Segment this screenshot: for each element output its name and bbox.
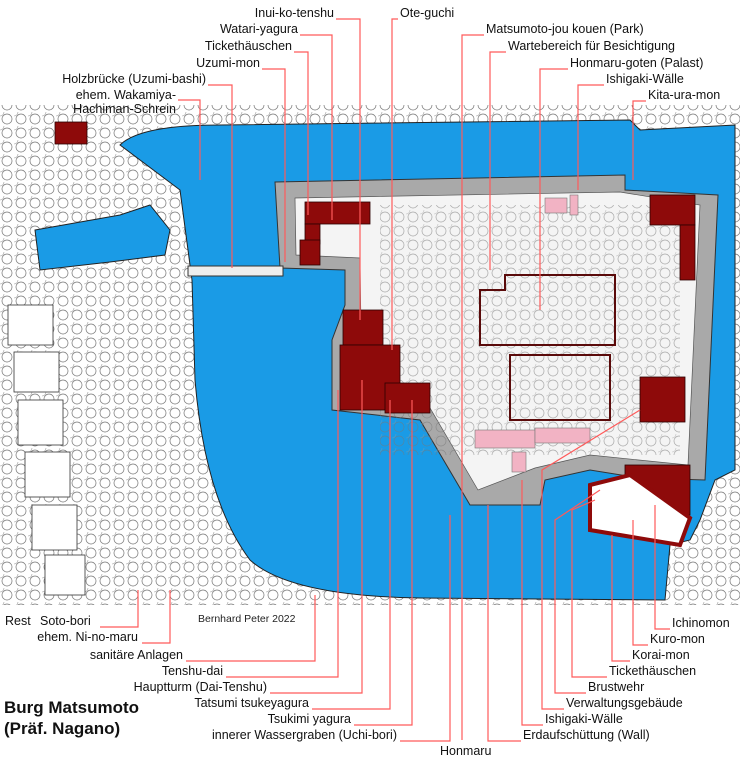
houses xyxy=(7,304,86,596)
label-wakamiya-1: ehem. Wakamiya- xyxy=(75,88,176,102)
label-brustwehr: Brustwehr xyxy=(588,680,645,694)
label-verwaltungsgebaeude: Verwaltungsgebäude xyxy=(566,696,683,710)
label-holzbruecke: Holzbrücke (Uzumi-bashi) xyxy=(62,72,206,86)
korai-mon-gate xyxy=(588,472,693,548)
map-title: Burg Matsumoto (Präf. Nagano) xyxy=(4,697,139,739)
label-soto-bori: Soto-bori xyxy=(40,614,91,628)
label-uzumi-mon: Uzumi-mon xyxy=(196,56,260,70)
leader-lines xyxy=(100,18,670,742)
label-tickethaeuschen-top: Tickethäuschen xyxy=(204,39,292,53)
label-tatsumi: Tatsumi tsukeyagura xyxy=(194,696,309,710)
label-sanitaere-anlagen: sanitäre Anlagen xyxy=(89,648,183,662)
label-rest: Rest xyxy=(5,614,31,628)
pond-water xyxy=(34,204,171,271)
label-ote-guchi: Ote-guchi xyxy=(400,6,455,20)
label-ishigaki-waelle-bottom: Ishigaki-Wälle xyxy=(545,712,623,726)
credit: Bernhard Peter 2022 xyxy=(198,613,296,625)
label-hauptturm: Hauptturm (Dai-Tenshu) xyxy=(133,680,267,694)
label-ichinomon: Ichinomon xyxy=(672,616,730,630)
uzumi-bridge xyxy=(187,265,284,277)
label-wartebereich: Wartebereich für Besichtigung xyxy=(508,39,675,53)
label-uchi-bori: innerer Wassergraben (Uchi-bori) xyxy=(211,728,397,742)
label-erdaufschuettung: Erdaufschüttung (Wall) xyxy=(523,728,650,742)
label-tickethaeuschen-bottom: Tickethäuschen xyxy=(609,664,697,678)
label-tenshu-dai: Tenshu-dai xyxy=(161,664,223,678)
label-ishigaki-waelle-top: Ishigaki-Wälle xyxy=(606,72,684,86)
label-inui-ko-tenshu: Inui-ko-tenshu xyxy=(254,6,334,20)
label-kuro-mon: Kuro-mon xyxy=(650,632,705,646)
palace-outline xyxy=(479,274,616,421)
label-park: Matsumoto-jou kouen (Park) xyxy=(486,22,644,36)
label-honmaru-goten: Honmaru-goten (Palast) xyxy=(570,56,704,70)
label-korai-mon: Korai-mon xyxy=(632,648,690,662)
label-wakamiya-2: Hachiman-Schrein xyxy=(73,102,176,116)
map-title-line2: (Präf. Nagano) xyxy=(4,719,121,738)
label-ni-no-maru: ehem. Ni-no-maru xyxy=(37,630,138,644)
pink-areas xyxy=(474,194,591,473)
label-kita-ura-mon: Kita-ura-mon xyxy=(648,88,721,102)
map-title-line1: Burg Matsumoto xyxy=(4,698,140,717)
label-honmaru: Honmaru xyxy=(440,744,492,758)
label-watari-yagura: Watari-yagura xyxy=(219,22,298,36)
label-tsukimi: Tsukimi yagura xyxy=(267,712,351,726)
